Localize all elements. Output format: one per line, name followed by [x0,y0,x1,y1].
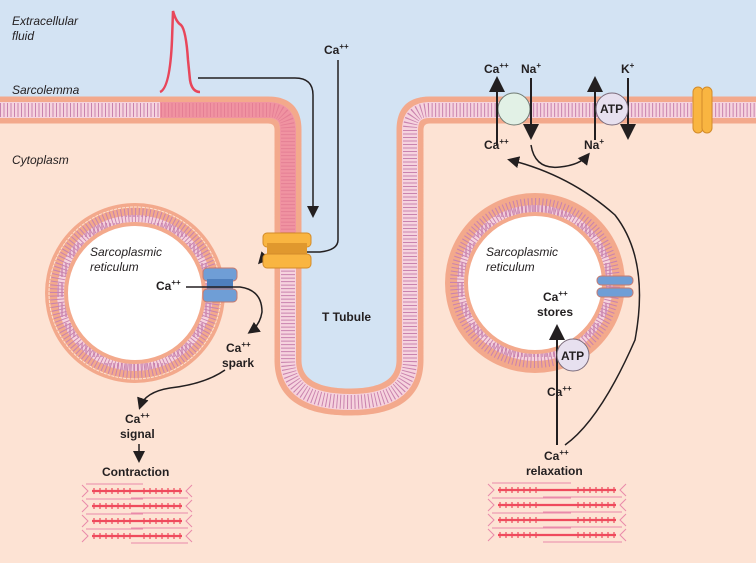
depolarized-membrane-segment [160,102,296,245]
z-disc-left [487,513,495,527]
sarcomere-relaxed [487,482,627,543]
z-disc-left [81,499,89,513]
z-disc-right [185,499,193,513]
serca-ca-label: Ca++ [547,384,572,399]
ncx-na-cyto-label: Na+ [584,137,604,152]
entry-ca-label: Ca++ [324,42,349,57]
z-disc-left [487,498,495,512]
z-disc-right [619,483,627,497]
ncx-ca-out-label: Ca++ [484,61,509,76]
sarcoplasmic-reticulum-left [45,203,225,383]
ryanodine-receptor-right-icon [596,275,634,298]
serca-atp-pump-icon [556,338,590,372]
z-disc-right [185,484,193,498]
sr-left-label: Sarcoplasmic [90,245,162,259]
z-disc-left [487,483,495,497]
z-disc-left [81,514,89,528]
sarcomere-contracted [81,483,193,544]
potassium-channel-icon [692,86,713,134]
sr-right-label: Sarcoplasmic [486,245,558,259]
ca-release-arrow [186,286,263,334]
z-disc-right [185,529,193,543]
z-disc-right [185,514,193,528]
z-disc-right [619,513,627,527]
spark-label: spark [222,356,254,370]
sodium-calcium-exchanger-icon [497,92,531,126]
z-disc-left [81,484,89,498]
extracellular-label-line2: fluid [12,29,34,43]
l-type-calcium-channel-icon [262,232,312,269]
ncx-na-in-label: Na+ [521,61,541,76]
relaxation-ca-label: Ca++ [544,448,569,463]
relaxation-curve-arrow [507,156,641,446]
sr-left-ca-label: Ca++ [156,278,181,293]
z-disc-left [487,528,495,542]
action-potential-trace [159,10,201,94]
stores-ca-label: Ca++ [543,289,568,304]
cytoplasm-label: Cytoplasm [12,153,69,167]
na-k-atpase-icon [595,92,629,126]
extracellular-label: Extracellular [12,14,79,28]
z-disc-right [619,528,627,542]
z-disc-left [81,529,89,543]
signal-ca-label: Ca++ [125,411,150,426]
ncx-ca-cyto-label: Ca++ [484,137,509,152]
ryanodine-receptor-left-icon [202,267,238,303]
na-recycle-arrow [530,144,590,169]
signal-label: signal [120,427,155,441]
ap-arrow [198,77,319,218]
sarcolemma-label: Sarcolemma [12,83,80,97]
spark-to-signal-arrow [137,369,226,410]
serca-atp-label: ATP [561,349,584,363]
k-label: K+ [621,61,635,76]
sr-left-label-line2: reticulum [90,260,139,274]
contraction-label: Contraction [102,465,169,479]
stores-label: stores [537,305,573,319]
nak-atp-label: ATP [600,102,623,116]
spark-ca-label: Ca++ [226,340,251,355]
t-tubule-label: T Tubule [322,310,371,324]
relaxation-label: relaxation [526,464,583,478]
z-disc-right [619,498,627,512]
sr-right-label-line2: reticulum [486,260,535,274]
